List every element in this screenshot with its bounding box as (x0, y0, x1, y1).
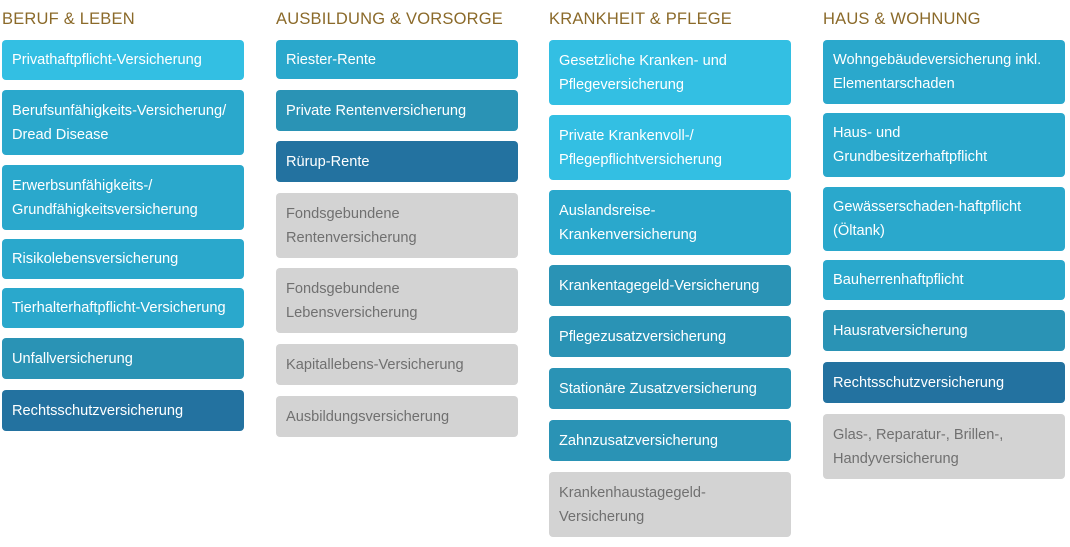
tile-label: Risikolebensversicherung (12, 251, 179, 267)
tile-fonds-leben[interactable]: Fondsgebundene Lebensversicherung (276, 268, 518, 333)
tile-wohngebaeude[interactable]: Wohngebäudeversicherung inkl. Elementars… (823, 40, 1065, 104)
column-title: BERUF & LEBEN (2, 10, 135, 28)
column-title: HAUS & WOHNUNG (823, 10, 981, 28)
tile-fonds-renten[interactable]: Fondsgebundene Rentenversicherung (276, 193, 518, 258)
tile-label: Glas-, Reparatur-, Brillen-, Handyversic… (833, 426, 1004, 467)
tile-label: Krankentagegeld-Versicherung (559, 277, 760, 294)
tile-label: Unfallversicherung (12, 350, 133, 367)
tile-label: Private Rentenversicherung (286, 102, 467, 119)
tile-label: Rechtsschutzversicherung (833, 374, 1005, 391)
tile-ausbildung[interactable]: Ausbildungsversicherung (276, 396, 518, 437)
tile-label: Gesetzliche Kranken- und Pflegeversicher… (559, 52, 727, 93)
tile-glas-reparatur[interactable]: Glas-, Reparatur-, Brillen-, Handyversic… (823, 414, 1065, 479)
tile-label: Rechtsschutzversicherung (12, 402, 184, 419)
tile-private-rente[interactable]: Private Rentenversicherung (276, 90, 518, 131)
tile-label: Zahnzusatzversicherung (559, 432, 718, 449)
tile-risikoleben[interactable]: Risikolebensversicherung (2, 239, 244, 279)
tile-label: Fondsgebundene Lebensversicherung (286, 280, 418, 321)
column-title: KRANKHEIT & PFLEGE (549, 10, 733, 28)
tile-tierhalterhaftpflicht[interactable]: Tierhalterhaftpflicht-Versicherung (2, 288, 244, 328)
tile-label: Gewässerschaden-haftpflicht (Öltank) (833, 199, 1022, 239)
tile-krankenhaustagegeld[interactable]: Krankenhaustagegeld- Versicherung (549, 472, 791, 537)
tile-gewaesserschaden[interactable]: Gewässerschaden-haftpflicht (Öltank) (823, 187, 1065, 251)
tile-label: Haus- und Grundbesitzerhaftpflicht (833, 125, 988, 165)
tile-label: Krankenhaustagegeld- Versicherung (559, 484, 706, 525)
tile-rechtsschutz[interactable]: Rechtsschutzversicherung (2, 390, 244, 431)
tile-gesetzliche-kranken[interactable]: Gesetzliche Kranken- und Pflegeversicher… (549, 40, 791, 105)
tile-stationaere-zusatz[interactable]: Stationäre Zusatzversicherung (549, 368, 791, 409)
tile-label: Riester-Rente (286, 51, 377, 68)
tile-rechtsschutz[interactable]: Rechtsschutzversicherung (823, 362, 1065, 403)
tile-label: Pflegezusatzversicherung (559, 328, 727, 345)
tile-riester-rente[interactable]: Riester-Rente (276, 40, 518, 79)
tile-ruerup-rente[interactable]: Rürup-Rente (276, 141, 518, 182)
tile-krankentagegeld[interactable]: Krankentagegeld-Versicherung (549, 265, 791, 306)
tile-label: Hausratversicherung (833, 322, 968, 339)
tile-unfall[interactable]: Unfallversicherung (2, 338, 244, 379)
tile-pflegezusatz[interactable]: Pflegezusatzversicherung (549, 316, 791, 357)
tile-label: Tierhalterhaftpflicht-Versicherung (12, 300, 226, 316)
tile-label: Private Krankenvoll-/ Pflegepflichtversi… (559, 127, 723, 168)
tile-bauherrenhaftpflicht[interactable]: Bauherrenhaftpflicht (823, 260, 1065, 300)
tile-label: Wohngebäudeversicherung inkl. Elementars… (833, 52, 1042, 92)
tile-label: Privathaftpflicht-Versicherung (12, 52, 202, 68)
tile-zahnzusatz[interactable]: Zahnzusatzversicherung (549, 420, 791, 461)
tile-label: Fondsgebundene Rentenversicherung (286, 205, 417, 246)
tile-erwerbsunfaehigkeit[interactable]: Erwerbsunfähigkeits-/ Grundfähigkeitsver… (2, 165, 244, 230)
tile-label: Auslandsreise- Krankenversicherung (559, 202, 697, 243)
tile-privathaftpflicht[interactable]: Privathaftpflicht-Versicherung (2, 40, 244, 80)
tile-berufsunfaehigkeit[interactable]: Berufsunfähigkeits-Versicherung/ Dread D… (2, 90, 244, 155)
tile-label: Berufsunfähigkeits-Versicherung/ Dread D… (12, 102, 227, 143)
tile-label: Bauherrenhaftpflicht (833, 272, 964, 288)
tile-label: Kapitallebens-Versicherung (286, 356, 464, 373)
tile-label: Erwerbsunfähigkeits-/ Grundfähigkeitsver… (12, 177, 198, 218)
column-title: AUSBILDUNG & VORSORGE (276, 10, 503, 28)
tile-label: Stationäre Zusatzversicherung (559, 380, 757, 397)
tile-label: Rürup-Rente (286, 153, 370, 170)
tile-label: Ausbildungsversicherung (286, 408, 450, 425)
tile-haus-grundbesitzer[interactable]: Haus- und Grundbesitzerhaftpflicht (823, 113, 1065, 177)
tile-kapitalleben[interactable]: Kapitallebens-Versicherung (276, 344, 518, 385)
tile-private-krankenvoll[interactable]: Private Krankenvoll-/ Pflegepflichtversi… (549, 115, 791, 180)
tile-auslandsreise[interactable]: Auslandsreise- Krankenversicherung (549, 190, 791, 255)
tile-hausrat[interactable]: Hausratversicherung (823, 310, 1065, 351)
